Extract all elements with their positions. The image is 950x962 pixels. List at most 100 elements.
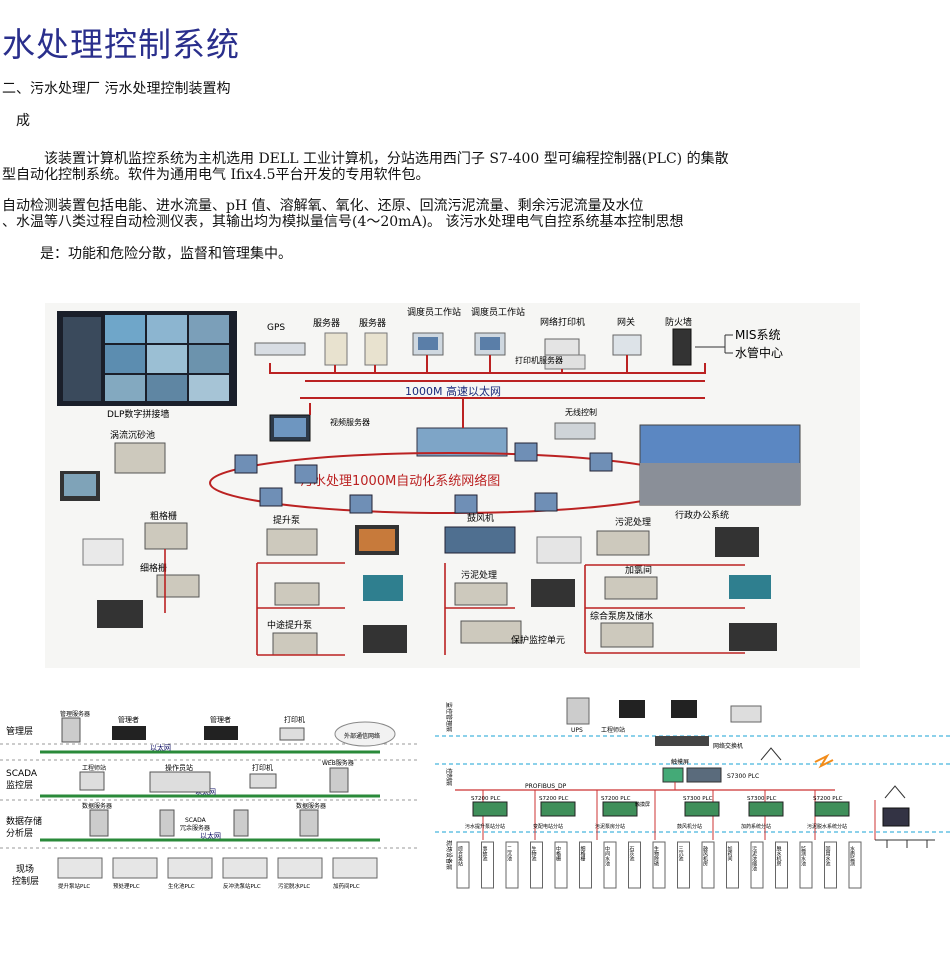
office-label: 行政办公系统	[675, 509, 729, 521]
server-icon	[233, 809, 249, 837]
plc-cabinet-icon	[596, 530, 650, 556]
field-item-box	[750, 841, 764, 889]
blower-label: 鼓风机	[467, 512, 494, 524]
plc-cabinet-icon	[460, 620, 522, 644]
grit-label: 涡流沉砂池	[110, 429, 155, 441]
plc-rack-icon	[332, 857, 378, 879]
layer-scada-label-2: 监控层	[6, 779, 33, 791]
field-item-label: 加药间	[727, 845, 733, 862]
field-item-label: 监测水池	[800, 845, 806, 866]
plc-label: S7300 PLC	[747, 796, 777, 802]
op-station-label: 操作员站	[165, 763, 193, 772]
touch-2-label: 触摸屏	[635, 801, 650, 808]
plc-cabinet-icon	[274, 582, 320, 606]
field-item-box	[579, 841, 592, 889]
plc-rack-icon	[167, 857, 213, 879]
profibus-label: PROFIBUS_DP	[525, 783, 567, 790]
field-item-box	[701, 841, 715, 889]
server-2-label: 服务器	[359, 317, 386, 329]
ups-label: UPS	[571, 727, 583, 734]
firewall-label: 防火墙	[665, 316, 692, 328]
scada-server-label-2: 冗余服务器	[180, 824, 210, 832]
dosing-label: 加氯间	[625, 564, 652, 576]
s7300-main-label: S7300 PLC	[727, 773, 759, 780]
field-item-label: 回用水池	[825, 846, 831, 866]
plc-label: S7200 PLC	[601, 796, 631, 802]
field-item-box	[775, 841, 788, 889]
field-item-label: 鼓风机房	[702, 845, 708, 867]
water-center-label: 水管中心	[735, 345, 783, 360]
substation-label: 变配电站分站	[533, 823, 563, 830]
plc-cabinet-icon	[444, 526, 516, 554]
plc-cabinet-icon	[604, 576, 658, 600]
network-diagram-figure: DLP数字拼接墙 GPS 服务器 服务器 调度员工作站 调度员工作站 网络打印机…	[45, 303, 860, 668]
plc-rack-icon	[540, 801, 576, 817]
mgmt-server-label: 管理服务器	[60, 710, 90, 718]
office-system-image	[639, 424, 801, 506]
sludge-treat-label: 污泥处理	[461, 569, 497, 581]
wireless-link-icon	[814, 753, 834, 769]
laptop-icon	[112, 726, 146, 740]
touch-1-label: 触摸屏	[671, 758, 689, 766]
ring-label: 污水处理1000M自动化系统网络图	[300, 473, 500, 489]
field-item-box	[677, 841, 690, 889]
hmi-panel-icon	[60, 471, 100, 501]
workstation-icon	[412, 332, 444, 356]
mis-label: MIS系统	[735, 328, 781, 342]
switch-label: 网络交换机	[713, 742, 743, 750]
laptop-icon	[204, 726, 238, 740]
data-server-2-label: 数据服务器	[296, 802, 326, 810]
plc-rack-icon	[472, 801, 508, 817]
printer-icon	[279, 727, 305, 741]
field-item-box	[456, 841, 470, 889]
workstation-icon	[671, 700, 697, 718]
wireless-icon	[554, 422, 596, 440]
printer-label: 打印机	[284, 715, 305, 724]
field-item-box	[603, 841, 617, 889]
printer-icon	[544, 338, 580, 356]
cloud-icon	[334, 721, 396, 747]
field-item-label: 中间水池	[604, 845, 610, 866]
plc-cabinet-icon	[454, 582, 508, 606]
layer-store-label-1: 数据存储	[6, 815, 42, 827]
layer-store-label-2: 分析层	[6, 827, 33, 839]
field-item-label: 三沉池	[678, 846, 684, 861]
rack-icon	[882, 807, 910, 827]
field-item-box	[824, 841, 837, 889]
hmi-panel-icon	[729, 623, 777, 651]
gps-label: GPS	[267, 323, 285, 333]
net-printer-label: 网络打印机	[540, 316, 585, 328]
mid-lift-label: 中途提升泵	[267, 619, 312, 631]
plc-label: 提升泵站PLC	[58, 882, 90, 890]
field-item-label: 污泥浓缩池	[751, 845, 757, 871]
plc-rack-icon	[277, 857, 323, 879]
field-item-label: 生物除磷	[653, 845, 659, 867]
printer-icon	[730, 705, 762, 723]
printer-2-label: 打印机	[252, 763, 273, 772]
video-server-label: 视频服务器	[330, 417, 370, 427]
plc-rack-icon	[748, 801, 784, 817]
plc-rack-icon	[686, 767, 722, 783]
wireless-label: 无线控制	[565, 407, 597, 417]
plc-cabinet-icon	[144, 522, 188, 550]
plc-cabinet-icon	[156, 574, 200, 598]
printer-server-label: 打印机服务器	[515, 355, 563, 365]
web-server-label: WEB服务器	[322, 759, 354, 767]
antenna-icon	[760, 747, 782, 761]
substation-label: 加药系统分站	[741, 823, 771, 830]
substation-label: 鼓风机分站	[677, 823, 702, 830]
touch-panel-icon	[662, 767, 684, 783]
layer-monitor-label: 监控管理层	[445, 702, 453, 732]
server-1-label: 服务器	[313, 317, 340, 329]
gateway-icon	[612, 334, 642, 356]
section-heading: 二、污水处理厂 污水处理控制装置构	[2, 81, 231, 97]
server-icon	[61, 717, 81, 743]
workstation-icon	[619, 700, 645, 718]
scada-server-label-1: SCADA	[185, 817, 207, 824]
hmi-panel-icon	[363, 575, 403, 601]
plc-rack-icon	[602, 801, 638, 817]
plc-rack-icon	[112, 857, 158, 879]
plc-hierarchy-figure: 监控管理层 控制层 现场设备层 UPS 工程师站 网络交换机 触摸屏 S7300…	[435, 690, 950, 895]
dlp-wall-image	[57, 311, 237, 406]
plc-label: S7300 PLC	[683, 796, 713, 802]
